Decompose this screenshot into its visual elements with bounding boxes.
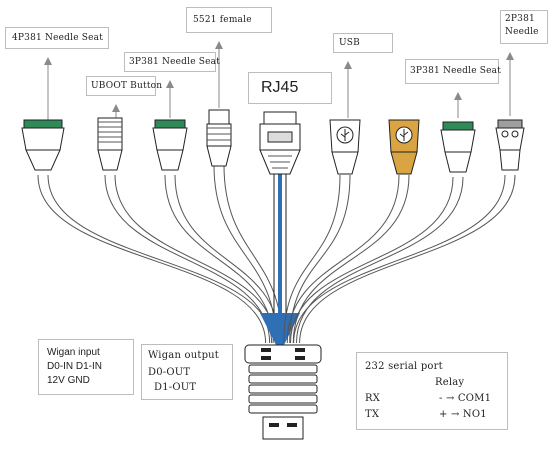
connector-body — [21, 127, 65, 151]
cable-edge — [213, 164, 277, 344]
wiegand-output-title: Wigan output — [148, 350, 220, 361]
connector-heads — [21, 109, 525, 175]
cable-edge — [296, 176, 464, 344]
connector-neck — [156, 149, 184, 171]
label-uboot-button: UBOOT Button — [86, 76, 162, 96]
wiegand-input-pins: D0-IN D1-IN — [47, 361, 103, 372]
serial-port-box: 232 serial port Relay RX - → COM1 TX + →… — [356, 352, 508, 430]
cable-edge — [299, 174, 516, 344]
rx-label: RX — [365, 393, 381, 404]
tx-label: TX — [365, 409, 380, 420]
tx-mapping: + → NO1 — [439, 409, 487, 420]
hub-slot — [261, 356, 271, 360]
connector-usb-5 — [329, 119, 361, 175]
rj45-socket — [267, 131, 293, 143]
needle-seat-pins — [23, 119, 63, 129]
cable-edge — [290, 176, 454, 344]
wiegand-output-d0: D0-OUT — [148, 367, 191, 378]
connector-rj45-4 — [259, 111, 301, 175]
label-3p381-needle-seat-right: 3P381 Needle Seat — [405, 59, 502, 84]
dc-jack-body — [206, 123, 232, 147]
connector-body — [152, 127, 188, 151]
wiegand-input-box: Wigan input D0-IN D1-IN 12V GND — [38, 339, 134, 395]
label-usb: USB — [333, 33, 393, 53]
cable-edge — [47, 174, 273, 344]
usb-trident-icon — [399, 129, 409, 141]
wiegand-input-title: Wigan input — [47, 347, 100, 358]
cable-edge — [289, 174, 351, 344]
serial-port-title: 232 serial port — [365, 361, 443, 372]
connector-neck — [331, 151, 359, 175]
label-rj45: RJ45 — [248, 72, 332, 104]
connector-dc-3 — [206, 109, 232, 167]
label-text: 3P381 Needle Seat — [129, 57, 221, 67]
hub-grip-ring — [248, 404, 318, 414]
wiegand-output-d1: D1-OUT — [154, 382, 197, 393]
cable-edge — [286, 174, 400, 344]
minus-terminal-icon — [501, 130, 509, 138]
hub-grip-ring — [248, 374, 318, 384]
needle-seat-pins — [154, 119, 186, 129]
label-5521-female: 5521 female — [186, 7, 272, 33]
connector-needle3-2 — [152, 119, 188, 171]
hub-grip-ring — [248, 394, 318, 404]
hub-slot — [295, 356, 305, 360]
label-text: USB — [339, 38, 360, 48]
connector-neck — [97, 149, 123, 171]
cable-edge — [104, 174, 271, 344]
label-text: 2P381 — [505, 14, 535, 24]
needle-seat-pins — [442, 121, 474, 131]
label-3p381-needle-seat-left: 3P381 Needle Seat — [124, 52, 220, 72]
label-pointer-lines — [44, 41, 514, 122]
hub-grip-ring — [248, 384, 318, 394]
cable-edge — [114, 174, 277, 344]
hub-grip-ring — [248, 364, 318, 374]
plus-terminal-icon — [511, 130, 519, 138]
connector-button-1 — [97, 117, 123, 171]
connector-needle4-0 — [21, 119, 65, 171]
rx-mapping: - → COM1 — [439, 393, 492, 404]
label-text: 5521 female — [193, 15, 252, 25]
wiegand-input-power: 12V GND — [47, 375, 90, 386]
label-text: Needle — [505, 27, 539, 37]
cable-edge — [37, 174, 267, 344]
usb-trident-icon — [340, 129, 350, 141]
cable-edge — [292, 174, 410, 344]
needle-seat-pins — [497, 119, 523, 129]
cable-edge — [164, 174, 274, 344]
connector-needle3-7 — [440, 121, 476, 173]
cable-edge — [283, 174, 341, 344]
dc-jack-top — [208, 109, 230, 125]
connector-neck — [206, 145, 232, 167]
connector-body — [495, 127, 525, 151]
label-text: UBOOT Button — [91, 81, 163, 91]
connector-neck — [390, 151, 418, 175]
connector-usb-gold-6 — [388, 119, 420, 175]
button-body — [97, 117, 123, 151]
connector-neck — [499, 149, 521, 171]
label-text: 3P381 Needle Seat — [410, 66, 502, 76]
wiegand-output-box: Wigan output D0-OUT D1-OUT — [141, 344, 233, 400]
rj45-latch — [263, 111, 297, 125]
label-4p381-needle-seat: 4P381 Needle Seat — [5, 27, 109, 49]
cable-edge — [293, 174, 506, 344]
hub-slot — [269, 423, 279, 427]
central-hub-connector — [244, 344, 322, 440]
hub-plug — [262, 416, 304, 440]
connector-neck — [25, 149, 61, 171]
label-text: RJ45 — [261, 79, 299, 96]
connector-neck — [444, 151, 472, 173]
cable-bundle — [37, 164, 516, 353]
connector-body — [440, 129, 476, 153]
hub-slot — [261, 348, 271, 352]
hub-slot — [287, 423, 297, 427]
connector-needle2-8 — [495, 119, 525, 171]
hub-top-ring — [244, 344, 322, 364]
label-text: 4P381 Needle Seat — [12, 33, 104, 43]
label-2p381-needle: 2P381 Needle — [500, 10, 548, 44]
hub-slot — [295, 348, 305, 352]
relay-label: Relay — [435, 377, 465, 388]
